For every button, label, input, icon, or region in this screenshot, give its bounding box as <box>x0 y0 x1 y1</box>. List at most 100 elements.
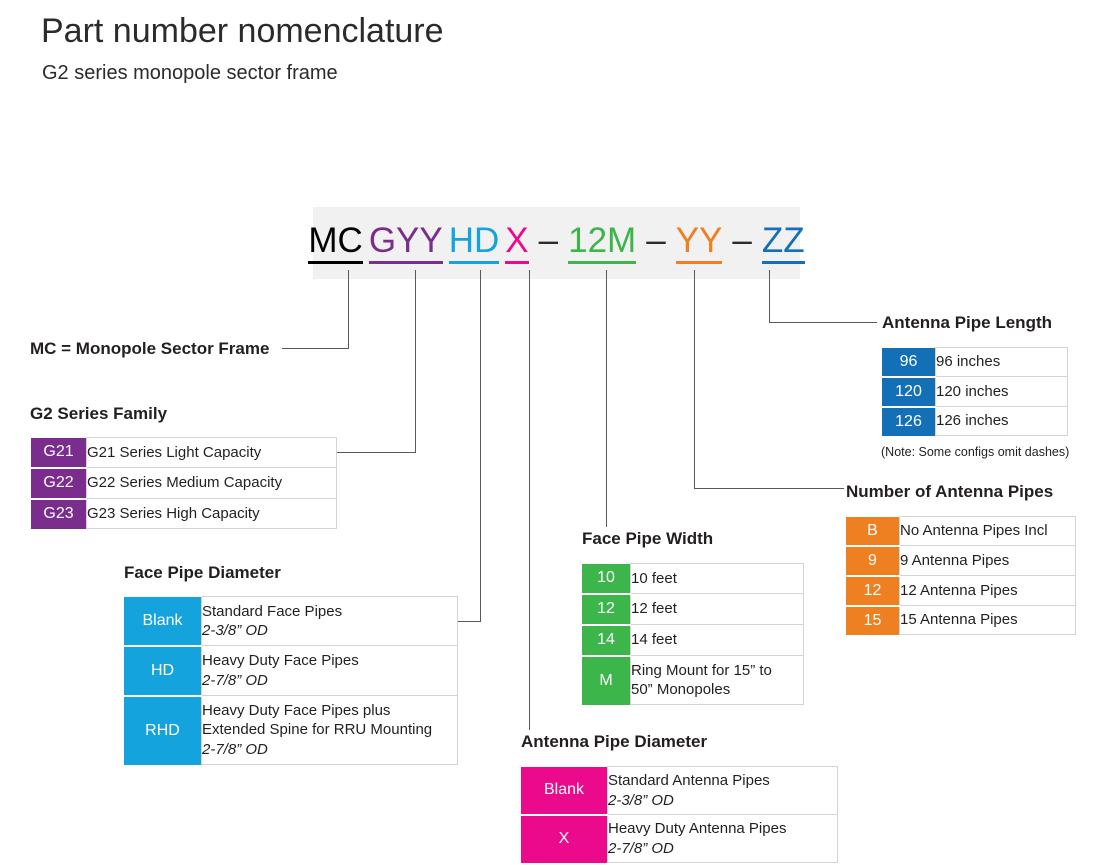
desc-text: 9 Antenna Pipes <box>900 551 1010 569</box>
desc-cell: G22 Series Medium Capacity <box>86 467 337 499</box>
desc-cell: G21 Series Light Capacity <box>86 437 337 468</box>
desc-cell: Heavy Duty Antenna Pipes 2-7/8” OD <box>607 814 838 863</box>
desc-cell: Ring Mount for 15” to 50” Monopoles <box>630 655 804 705</box>
connector-gyy-vertical <box>415 270 416 453</box>
page-subtitle: G2 series monopole sector frame <box>42 62 338 84</box>
mc-definition-label: MC = Monopole Sector Frame <box>30 339 270 358</box>
connector-gyy-horizontal <box>337 452 416 453</box>
code-cell: Blank <box>521 766 608 816</box>
part-segment-hd-text: HD <box>448 220 500 260</box>
part-number-band-background <box>313 207 800 279</box>
desc-text: Standard Antenna Pipes <box>608 772 770 789</box>
part-segment-12m[interactable]: 12M <box>565 223 639 264</box>
code-cell: X <box>521 814 608 863</box>
table-face-pipe-width: 10 10 feet 12 12 feet 14 14 feet M Ring … <box>582 563 804 705</box>
table-row[interactable]: G22 G22 Series Medium Capacity <box>31 467 337 500</box>
code-cell: 12 <box>582 593 631 626</box>
desc-text: Heavy Duty Face Pipes <box>202 652 359 669</box>
code-cell: 120 <box>882 376 936 408</box>
desc-text: 96 inches <box>936 353 1001 371</box>
code-cell: G22 <box>31 467 87 500</box>
desc-text: 126 inches <box>936 412 1009 430</box>
part-segment-yy-text: YY <box>675 220 723 260</box>
desc-text: 120 inches <box>936 382 1009 400</box>
table-row[interactable]: Blank Standard Antenna Pipes 2-3/8” OD <box>521 766 838 816</box>
table-antenna-pipe-diameter: Blank Standard Antenna Pipes 2-3/8” OD X… <box>521 766 838 863</box>
table-row[interactable]: 96 96 inches <box>882 347 1068 378</box>
code-cell: 15 <box>846 605 900 635</box>
table-row[interactable]: 120 120 inches <box>882 376 1068 408</box>
part-segment-mc-text: MC <box>308 220 363 260</box>
desc-cell: 12 feet <box>630 593 804 625</box>
desc-text: Standard Face Pipes <box>202 602 343 620</box>
desc-text: 12 Antenna Pipes <box>900 581 1018 599</box>
part-segment-12m-text: 12M <box>568 220 637 260</box>
table-row[interactable]: HD Heavy Duty Face Pipes 2-7/8” OD <box>124 645 458 697</box>
desc-text: No Antenna Pipes Incl <box>900 522 1048 540</box>
code-cell: M <box>582 655 631 705</box>
desc-text: 10 feet <box>631 569 677 587</box>
connector-12m-vertical <box>606 270 607 527</box>
code-cell: 10 <box>582 563 631 595</box>
desc-od: 2-7/8” OD <box>608 839 674 857</box>
section-title-face-pipe-width: Face Pipe Width <box>582 529 714 548</box>
part-segment-yy-underline <box>675 260 723 264</box>
part-segment-x-text: X <box>505 220 529 260</box>
table-number-of-antenna-pipes: B No Antenna Pipes Incl 9 9 Antenna Pipe… <box>846 516 1076 635</box>
table-row[interactable]: B No Antenna Pipes Incl <box>846 516 1076 547</box>
table-row[interactable]: 12 12 feet <box>582 593 804 626</box>
table-row[interactable]: X Heavy Duty Antenna Pipes 2-7/8” OD <box>521 814 838 863</box>
table-row[interactable]: G23 G23 Series High Capacity <box>31 498 337 529</box>
table-row[interactable]: 14 14 feet <box>582 624 804 657</box>
section-title-antenna-pipe-diameter: Antenna Pipe Diameter <box>521 732 708 751</box>
table-face-pipe-diameter: Blank Standard Face Pipes 2-3/8” OD HD H… <box>124 596 458 765</box>
table-row[interactable]: 10 10 feet <box>582 563 804 595</box>
table-row[interactable]: Blank Standard Face Pipes 2-3/8” OD <box>124 596 458 647</box>
table-row[interactable]: M Ring Mount for 15” to 50” Monopoles <box>582 655 804 705</box>
table-g2-series: G21 G21 Series Light Capacity G22 G22 Se… <box>31 437 337 529</box>
desc-cell: G23 Series High Capacity <box>86 498 337 529</box>
part-segment-mc[interactable]: MC <box>305 223 365 264</box>
table-row[interactable]: G21 G21 Series Light Capacity <box>31 437 337 469</box>
part-segment-gyy-text: GYY <box>368 220 443 260</box>
connector-mc-horizontal <box>282 348 349 349</box>
connector-yy-horizontal <box>694 488 844 489</box>
table-row[interactable]: RHD Heavy Duty Face Pipes plus Extended … <box>124 695 458 765</box>
desc-cell: No Antenna Pipes Incl <box>899 516 1076 546</box>
desc-cell: 9 Antenna Pipes <box>899 545 1076 576</box>
desc-text: 15 Antenna Pipes <box>900 611 1018 629</box>
connector-hd-horizontal <box>458 621 481 622</box>
part-segment-hd[interactable]: HD <box>446 223 503 264</box>
part-segment-gyy[interactable]: GYY <box>366 223 446 264</box>
desc-text: G21 Series Light Capacity <box>87 443 262 461</box>
section-title-g2-series: G2 Series Family <box>30 404 168 423</box>
table-row[interactable]: 12 12 Antenna Pipes <box>846 575 1076 607</box>
desc-text: 14 feet <box>631 631 677 649</box>
table-row[interactable]: 15 15 Antenna Pipes <box>846 605 1076 635</box>
code-cell: 14 <box>582 624 631 657</box>
code-cell: 126 <box>882 406 936 436</box>
part-number-string: MC GYY HD X – 12M – YY – ZZ <box>308 207 805 279</box>
desc-cell: Heavy Duty Face Pipes plus Extended Spin… <box>201 695 458 765</box>
part-segment-zz[interactable]: ZZ <box>759 223 808 264</box>
desc-text: Heavy Duty Face Pipes plus Extended Spin… <box>202 701 433 739</box>
table-row[interactable]: 126 126 inches <box>882 406 1068 436</box>
part-segment-yy[interactable]: YY <box>673 223 726 264</box>
part-segment-gyy-underline <box>368 260 443 264</box>
desc-text: 12 feet <box>631 600 677 618</box>
desc-cell: 15 Antenna Pipes <box>899 605 1076 635</box>
desc-cell: Heavy Duty Face Pipes 2-7/8” OD <box>201 645 458 696</box>
connector-zz-horizontal <box>769 322 877 323</box>
desc-od: 2-3/8” OD <box>202 622 268 639</box>
section-title-antenna-pipe-length: Antenna Pipe Length <box>882 313 1052 332</box>
code-cell: G23 <box>31 498 87 529</box>
desc-text: G23 Series High Capacity <box>87 504 260 522</box>
part-segment-x-underline <box>505 260 529 264</box>
desc-cell: Standard Antenna Pipes 2-3/8” OD <box>607 766 838 815</box>
table-row[interactable]: 9 9 Antenna Pipes <box>846 545 1076 577</box>
part-segment-x[interactable]: X <box>502 223 531 264</box>
part-segment-hd-underline <box>448 260 500 264</box>
desc-od: 2-3/8” OD <box>608 791 674 809</box>
code-cell: 12 <box>846 575 900 607</box>
code-cell: 96 <box>882 347 936 378</box>
